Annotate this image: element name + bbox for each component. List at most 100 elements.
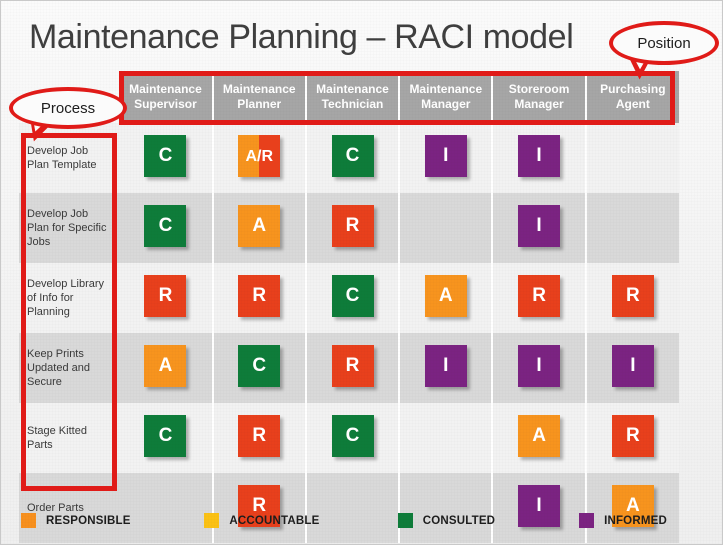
raci-tile-label: C (345, 144, 360, 166)
process-label-3[interactable]: Keep Prints Updated and Secure (19, 333, 120, 403)
raci-tile-label: I (630, 354, 636, 376)
raci-cell-r1-c1[interactable]: A (212, 193, 307, 263)
raci-cell-r0-c3[interactable]: I (399, 123, 494, 193)
raci-tile-i: I (424, 344, 467, 387)
raci-cell-r3-c2[interactable]: R (305, 333, 401, 403)
raci-tile-label: C (158, 424, 173, 446)
raci-tile-label: R (345, 214, 360, 236)
raci-cell-r0-c5[interactable] (585, 123, 679, 193)
raci-tile-label: R (625, 424, 640, 446)
raci-cell-r2-c2[interactable]: C (305, 263, 401, 333)
raci-cell-r3-c1[interactable]: C (212, 333, 307, 403)
raci-tile-i: I (518, 484, 561, 527)
raci-cell-r3-c4[interactable]: I (492, 333, 587, 403)
raci-cell-r0-c2[interactable]: C (305, 123, 401, 193)
raci-tile-r: R (611, 274, 654, 317)
raci-cell-r1-c3[interactable] (399, 193, 494, 263)
raci-cell-r4-c5[interactable]: R (585, 403, 679, 473)
process-label-1[interactable]: Develop Job Plan for Specific Jobs (19, 193, 120, 263)
role-header-line: Agent (615, 97, 650, 111)
role-header-line: Manager (421, 97, 471, 111)
raci-tile-label: R (158, 284, 173, 306)
raci-cell-r1-c2[interactable]: R (305, 193, 401, 263)
raci-tile-label: R (532, 284, 546, 306)
raci-cell-r4-c3[interactable] (399, 403, 494, 473)
callout-position-label: Position (609, 21, 719, 65)
process-label-4[interactable]: Stage Kitted Parts (19, 403, 120, 473)
raci-tile-r: R (331, 344, 374, 387)
raci-cell-r4-c2[interactable]: C (305, 403, 401, 473)
raci-tile-label: A (625, 494, 640, 516)
raci-cell-r3-c3[interactable]: I (399, 333, 494, 403)
table-row: Order Parts R I A (19, 473, 679, 543)
legend-item-a: ACCOUNTABLE (204, 513, 363, 528)
role-header-line: Maintenance (222, 82, 296, 96)
raci-cell-r3-c5[interactable]: I (585, 333, 679, 403)
legend-swatch-r (21, 513, 36, 528)
raci-cell-r1-c0[interactable]: C (119, 193, 214, 263)
raci-cell-r0-c0[interactable]: C (119, 123, 214, 193)
raci-cell-r4-c4[interactable]: A (492, 403, 587, 473)
process-label-5[interactable]: Order Parts (19, 473, 120, 543)
role-header-line: Maintenance (409, 82, 483, 96)
page-title: Maintenance Planning – RACI model (29, 18, 574, 56)
raci-cell-r1-c5[interactable] (585, 193, 679, 263)
raci-tile-label: C (345, 284, 360, 306)
raci-tile-label: A/R (245, 147, 273, 165)
raci-cell-r2-c0[interactable]: R (119, 263, 214, 333)
raci-cell-r4-c1[interactable]: R (212, 403, 307, 473)
raci-tile-c: C (144, 134, 187, 177)
raci-cell-r3-c0[interactable]: A (119, 333, 214, 403)
legend-label: ACCOUNTABLE (229, 514, 320, 527)
raci-tile-label: I (536, 144, 542, 166)
raci-tile-label: A (158, 354, 173, 376)
raci-tile-label: R (252, 284, 267, 306)
raci-tile-a: A (611, 484, 654, 527)
raci-cell-r5-c2[interactable] (305, 473, 401, 543)
raci-tile-a: A (424, 274, 467, 317)
raci-tile-c: C (331, 134, 374, 177)
raci-cell-r5-c5[interactable]: A (585, 473, 679, 543)
raci-tile-label: C (345, 424, 360, 446)
raci-tile-a: A (144, 344, 187, 387)
raci-cell-r2-c5[interactable]: R (585, 263, 679, 333)
role-header-line: Storeroom (508, 82, 570, 96)
raci-tile-label: R (252, 424, 267, 446)
table-row: Stage Kitted Parts C R C A R (19, 403, 679, 473)
raci-tile-i: I (518, 204, 561, 247)
raci-tile-i: I (518, 344, 561, 387)
raci-cell-r2-c4[interactable]: R (492, 263, 587, 333)
raci-tile-c: C (144, 204, 187, 247)
raci-cell-r0-c4[interactable]: I (492, 123, 587, 193)
raci-tile-r: R (238, 274, 281, 317)
raci-cell-r0-c1[interactable]: A/R (212, 123, 307, 193)
raci-cell-r5-c3[interactable] (399, 473, 494, 543)
raci-cell-r1-c4[interactable]: I (492, 193, 587, 263)
raci-tile-i: I (424, 134, 467, 177)
raci-tile-label: R (625, 284, 640, 306)
raci-tile-c: C (331, 274, 374, 317)
raci-cell-r5-c0[interactable] (119, 473, 214, 543)
raci-cell-r5-c1[interactable]: R (212, 473, 307, 543)
raci-tile-label: R (252, 494, 267, 516)
raci-cell-r2-c3[interactable]: A (399, 263, 494, 333)
legend-swatch-i (579, 513, 595, 528)
raci-tile-a: A (238, 204, 281, 247)
role-header-line: Maintenance (129, 82, 202, 96)
raci-tile-c: C (238, 344, 281, 387)
process-label-2[interactable]: Develop Library of Info for Planning (19, 263, 120, 333)
raci-cell-r5-c4[interactable]: I (492, 473, 587, 543)
table-row: Develop Library of Info for Planning R R C A… (19, 263, 679, 333)
raci-tile-r: R (518, 274, 561, 317)
raci-cell-r4-c0[interactable]: C (119, 403, 214, 473)
raci-cell-r2-c1[interactable]: R (212, 263, 307, 333)
